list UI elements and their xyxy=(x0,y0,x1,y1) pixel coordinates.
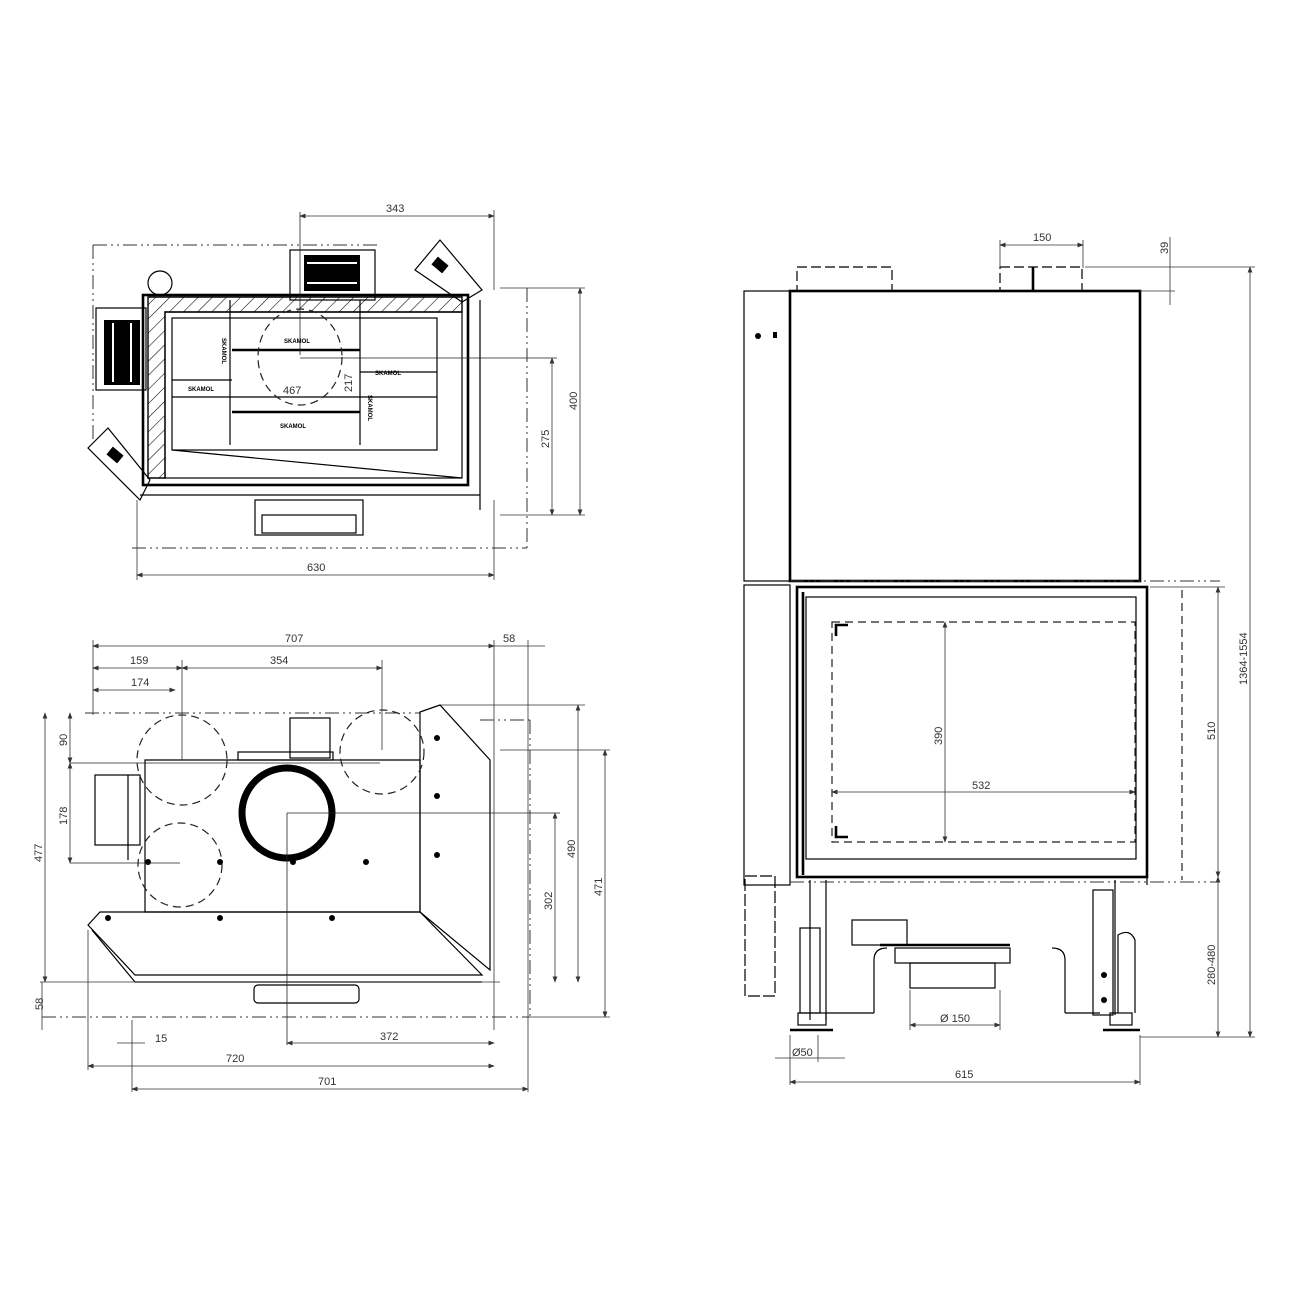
dim-615: 615 xyxy=(955,1069,973,1081)
plate-label: SKAMOL xyxy=(220,338,226,364)
dim-707: 707 xyxy=(285,633,303,645)
dim-174: 174 xyxy=(131,677,149,689)
dim-630: 630 xyxy=(307,562,325,574)
plate-label: SKAMOL xyxy=(284,339,310,345)
dim-58-right: 58 xyxy=(503,633,515,645)
dim-400: 400 xyxy=(568,392,580,410)
plate-label: SKAMOL xyxy=(375,371,401,377)
plate-label: SKAMOL xyxy=(280,424,306,430)
bolt-dots xyxy=(105,735,440,921)
dim-39: 39 xyxy=(1159,242,1171,254)
dim-490: 490 xyxy=(566,840,578,858)
dim-foot: Ø50 xyxy=(792,1047,813,1059)
dim-90: 90 xyxy=(58,734,70,746)
dim-178: 178 xyxy=(58,807,70,825)
plate-label: SKAMOL xyxy=(366,395,372,421)
bottom-plan-view: 707 58 159 354 174 477 90 178 58 302 490… xyxy=(33,633,610,1092)
dim-275: 275 xyxy=(540,430,552,448)
dim-280-480: 280-480 xyxy=(1206,945,1218,985)
dim-302: 302 xyxy=(543,892,555,910)
plate-label: SKAMOL xyxy=(188,387,214,393)
dim-air-inlet: Ø 150 xyxy=(940,1013,970,1025)
dim-58-front: 58 xyxy=(34,998,46,1010)
dim-1364-1554: 1364-1554 xyxy=(1238,632,1250,685)
dim-701: 701 xyxy=(318,1076,336,1088)
dim-510: 510 xyxy=(1206,722,1218,740)
top-section-view: SKAMOL SKAMOL SKAMOL SKAMOL SKAMOL SKAMO… xyxy=(87,203,585,580)
dim-15: 15 xyxy=(155,1033,167,1045)
dim-390: 390 xyxy=(933,727,945,745)
dim-467: 467 xyxy=(283,385,301,397)
dim-150: 150 xyxy=(1033,232,1051,244)
dim-343: 343 xyxy=(386,203,404,215)
front-elevation-view: 390 532 150 xyxy=(743,232,1255,1085)
dim-217: 217 xyxy=(343,374,355,392)
dim-159: 159 xyxy=(130,655,148,667)
dim-532: 532 xyxy=(972,780,990,792)
dim-372: 372 xyxy=(380,1031,398,1043)
dim-720: 720 xyxy=(226,1053,244,1065)
dim-471: 471 xyxy=(593,878,605,896)
dim-477: 477 xyxy=(33,844,45,862)
dim-354: 354 xyxy=(270,655,288,667)
